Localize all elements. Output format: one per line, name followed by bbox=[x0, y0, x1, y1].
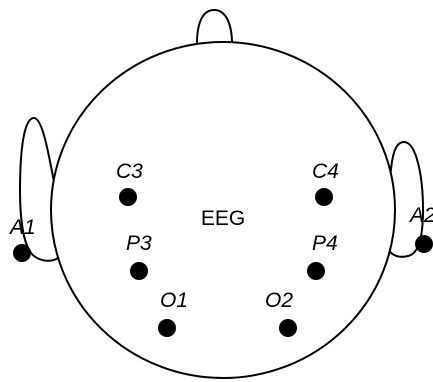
electrode-p4-label: P4 bbox=[312, 232, 338, 255]
electrode-c4-label: C4 bbox=[312, 160, 339, 183]
electrode-a2-dot bbox=[415, 235, 433, 253]
electrode-p3-label: P3 bbox=[126, 232, 152, 255]
electrode-c4: C4 bbox=[312, 160, 339, 206]
electrode-o1-label: O1 bbox=[160, 289, 188, 312]
nose-outline bbox=[195, 8, 234, 51]
electrode-o2: O2 bbox=[265, 289, 297, 337]
electrode-o2-label: O2 bbox=[265, 289, 293, 312]
electrode-c3-label: C3 bbox=[116, 160, 143, 183]
electrode-o1-dot bbox=[158, 319, 176, 337]
electrode-a2: A2 bbox=[408, 204, 433, 253]
electrode-a1: A1 bbox=[8, 216, 36, 262]
electrode-p4-dot bbox=[307, 262, 325, 280]
electrode-c3: C3 bbox=[116, 160, 143, 206]
electrode-p3: P3 bbox=[126, 232, 152, 280]
electrode-c3-dot bbox=[119, 188, 137, 206]
right-ear-outline bbox=[389, 140, 425, 258]
electrode-c4-dot bbox=[315, 188, 333, 206]
center-label: EEG bbox=[201, 207, 245, 230]
electrode-o2-dot bbox=[279, 319, 297, 337]
electrode-o1: O1 bbox=[158, 289, 188, 337]
head-outline bbox=[50, 41, 396, 379]
electrode-a2-label: A2 bbox=[408, 204, 433, 227]
electrode-p4: P4 bbox=[307, 232, 338, 280]
electrode-a1-dot bbox=[13, 244, 31, 262]
electrode-p3-dot bbox=[130, 262, 148, 280]
left-ear-outline bbox=[18, 116, 59, 262]
electrode-a1-label: A1 bbox=[8, 216, 36, 239]
